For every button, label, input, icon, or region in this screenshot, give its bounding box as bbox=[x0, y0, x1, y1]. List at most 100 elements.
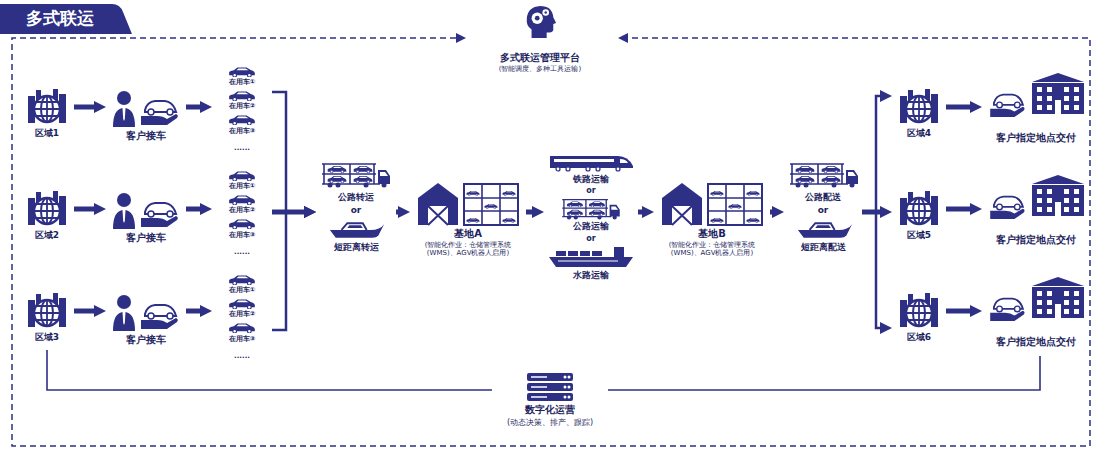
flow-arrow bbox=[186, 309, 202, 314]
ship-icon bbox=[549, 247, 633, 267]
node-label: 在用车② bbox=[214, 102, 270, 110]
node-label: 区域1 bbox=[22, 128, 72, 139]
title-tab: 多式联运 bbox=[4, 7, 116, 29]
title: 多式联运 bbox=[4, 7, 116, 29]
pickup-node: 客户接车 bbox=[108, 190, 184, 250]
truck-icon bbox=[562, 200, 620, 220]
node-label: 客户指定地点交付 bbox=[984, 234, 1088, 246]
person-icon bbox=[113, 295, 135, 331]
node-label: (动态决策、排产、跟踪) bbox=[494, 418, 606, 428]
hand-car-icon bbox=[990, 95, 1024, 117]
node-label: 铁路运输 bbox=[546, 174, 636, 185]
flow-arrow bbox=[272, 212, 306, 330]
flow-arrow bbox=[272, 92, 306, 212]
node-label: 在用车② bbox=[214, 310, 270, 318]
digital-ops-node: 数字化运营 (动态决策、排产、跟踪) bbox=[494, 370, 606, 436]
flow-arrow bbox=[74, 105, 96, 110]
car-icon bbox=[229, 195, 255, 205]
car-icon bbox=[229, 299, 255, 309]
node-label: 区域4 bbox=[894, 128, 944, 139]
region-node: 区域2 bbox=[22, 190, 72, 246]
platform-node: 多式联运管理平台(智能调度、多种工具运输) bbox=[465, 6, 615, 75]
building-icon bbox=[1032, 175, 1084, 216]
base-node: 基地A(智能化作业：仓储管理系统(WMS)、AGV机器人启用) bbox=[412, 178, 524, 270]
node-label: 公路转运 bbox=[318, 192, 394, 203]
flow-arrow bbox=[186, 105, 202, 110]
node-label: (智能化作业：仓储管理系统(WMS)、AGV机器人启用) bbox=[412, 241, 524, 258]
node-label: or bbox=[318, 205, 394, 216]
connector-line bbox=[608, 356, 1040, 390]
server-icon bbox=[527, 373, 573, 401]
flow-arrow bbox=[946, 207, 972, 212]
flow-arrow bbox=[946, 309, 972, 314]
car-icon bbox=[229, 275, 255, 285]
car-icon bbox=[229, 91, 255, 101]
car-icon bbox=[229, 115, 255, 125]
region-icon bbox=[28, 89, 66, 123]
delivery-node: 客户指定地点交付 bbox=[984, 172, 1088, 252]
node-label: or bbox=[546, 234, 636, 244]
node-label: ...... bbox=[214, 352, 270, 360]
car-list-node: 在用车①在用车②在用车③...... bbox=[214, 168, 270, 268]
truck-icon bbox=[322, 164, 390, 188]
node-label: or bbox=[546, 186, 636, 196]
node-label: 在用车③ bbox=[214, 231, 270, 239]
hand-car-icon bbox=[990, 299, 1024, 321]
node-label: 在用车① bbox=[214, 78, 270, 86]
node-label: 区域6 bbox=[894, 332, 944, 343]
transfer-node: 公路转运 or 短距离转运 bbox=[318, 160, 394, 260]
node-label: 在用车③ bbox=[214, 127, 270, 135]
node-label: 基地B bbox=[656, 228, 768, 240]
node-label: 客户接车 bbox=[108, 232, 184, 244]
flow-arrow bbox=[638, 210, 644, 215]
node-label: 多式联运管理平台 bbox=[465, 52, 615, 64]
node-label: 在用车① bbox=[214, 182, 270, 190]
region-icon bbox=[900, 89, 938, 123]
person-icon bbox=[113, 91, 135, 127]
region-node: 区域6 bbox=[894, 292, 944, 348]
distribution-node: 公路配送or短距离配送 bbox=[786, 160, 860, 260]
building-icon bbox=[1032, 73, 1084, 114]
platform-icon bbox=[527, 6, 556, 38]
node-label: 短距离配送 bbox=[786, 242, 860, 253]
flow-arrow bbox=[862, 212, 882, 328]
car-icon bbox=[229, 67, 255, 77]
region-icon bbox=[28, 293, 66, 327]
flow-arrow bbox=[862, 96, 882, 212]
node-label: 客户指定地点交付 bbox=[984, 132, 1088, 144]
node-label: ...... bbox=[214, 248, 270, 256]
train-icon bbox=[550, 156, 633, 171]
node-label: 区域5 bbox=[894, 230, 944, 241]
node-label: 在用车③ bbox=[214, 335, 270, 343]
car-list-node: 在用车①在用车②在用车③...... bbox=[214, 64, 270, 164]
flow-arrow bbox=[186, 207, 202, 212]
pickup-node: 客户接车 bbox=[108, 88, 184, 148]
node-label: 客户接车 bbox=[108, 334, 184, 346]
delivery-node: 客户指定地点交付 bbox=[984, 274, 1088, 354]
hand-car-icon bbox=[990, 197, 1024, 219]
region-icon bbox=[900, 293, 938, 327]
node-label: 区域2 bbox=[22, 230, 72, 241]
hand-car-icon bbox=[141, 305, 178, 329]
hand-car-icon bbox=[141, 101, 178, 125]
dashed-frame bbox=[12, 38, 1090, 446]
node-label: 区域3 bbox=[22, 332, 72, 343]
region-node: 区域4 bbox=[894, 88, 944, 144]
node-label: 短距离转运 bbox=[318, 242, 394, 253]
node-label: 数字化运营 bbox=[494, 404, 606, 416]
flow-arrow bbox=[770, 210, 774, 215]
node-label: 水路运输 bbox=[546, 270, 636, 281]
hand-car-icon bbox=[141, 203, 178, 227]
person-icon bbox=[113, 193, 135, 229]
node-label: 在用车① bbox=[214, 286, 270, 294]
transport-node: 铁路运输or公路运输or水路运输 bbox=[546, 150, 636, 286]
frame-arrowhead bbox=[456, 33, 466, 43]
node-label: (智能调度、多种工具运输) bbox=[465, 65, 615, 73]
base-icon bbox=[418, 183, 518, 225]
region-node: 区域3 bbox=[22, 292, 72, 348]
region-icon bbox=[28, 191, 66, 225]
building-icon bbox=[1032, 277, 1084, 318]
node-label: 公路配送 bbox=[786, 192, 860, 203]
